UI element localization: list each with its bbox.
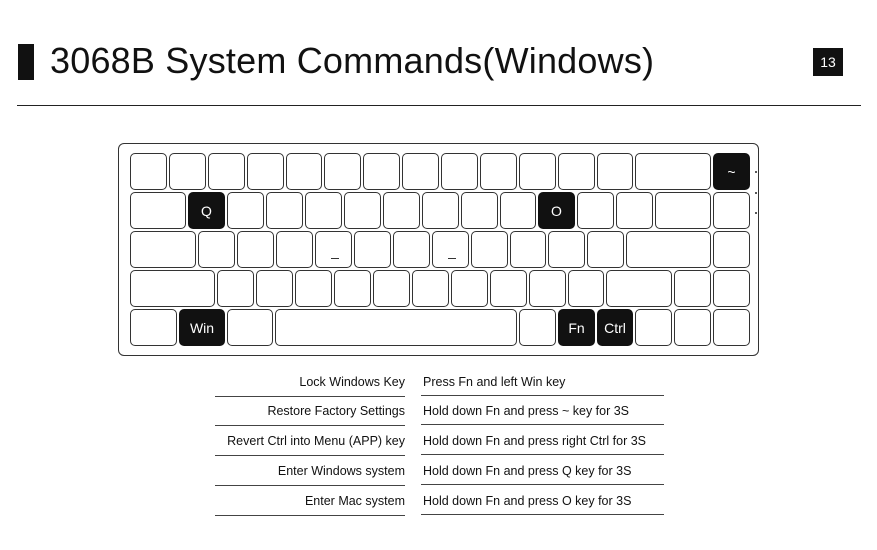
keyboard-diagram [118, 143, 759, 356]
key [276, 231, 313, 268]
key [315, 231, 352, 268]
key [422, 192, 459, 229]
key [275, 309, 517, 346]
key [412, 270, 449, 307]
key [441, 153, 478, 190]
key [655, 192, 711, 229]
key [130, 270, 215, 307]
key [568, 270, 604, 307]
page-number-badge: 13 [813, 48, 843, 76]
key [519, 153, 556, 190]
key [130, 309, 177, 346]
key [500, 192, 536, 229]
command-function: Enter Windows system [215, 457, 405, 486]
key [597, 153, 633, 190]
key [635, 153, 711, 190]
key [558, 153, 595, 190]
key [130, 231, 196, 268]
home-row-bump-icon [447, 258, 456, 259]
key [256, 270, 293, 307]
command-action: Hold down Fn and press Q key for 3S [421, 457, 664, 485]
key [432, 231, 469, 268]
key [674, 270, 711, 307]
indicator-light-icon [755, 192, 757, 194]
key [606, 270, 672, 307]
key [393, 231, 430, 268]
indicator-light-icon [755, 212, 757, 214]
key [237, 231, 274, 268]
command-function: Revert Ctrl into Menu (APP) key [215, 427, 405, 456]
key [217, 270, 254, 307]
command-function: Enter Mac system [215, 487, 405, 516]
key [461, 192, 498, 229]
key-tilde: ~ [713, 153, 750, 190]
key [344, 192, 381, 229]
key [510, 231, 546, 268]
key [635, 309, 672, 346]
command-action: Hold down Fn and press ~ key for 3S [421, 397, 664, 425]
key [674, 309, 711, 346]
key [305, 192, 342, 229]
key [227, 192, 264, 229]
header-divider [17, 105, 861, 106]
key [266, 192, 303, 229]
key [363, 153, 400, 190]
key-fn: Fn [558, 309, 595, 346]
key [334, 270, 371, 307]
indicator-light-icon [755, 171, 757, 173]
page-title: 3068B System Commands(Windows) [50, 40, 655, 81]
key [548, 231, 585, 268]
key [324, 153, 361, 190]
key [295, 270, 332, 307]
key [383, 192, 420, 229]
key [451, 270, 488, 307]
key [354, 231, 391, 268]
key [227, 309, 273, 346]
command-row: Revert Ctrl into Menu (APP) key Hold dow… [215, 427, 664, 456]
key [519, 309, 556, 346]
key [198, 231, 235, 268]
command-action: Press Fn and left Win key [421, 368, 664, 396]
command-row: Enter Mac system Hold down Fn and press … [215, 487, 664, 516]
key [713, 309, 750, 346]
key-q: Q [188, 192, 225, 229]
key [587, 231, 624, 268]
key-win: Win [179, 309, 225, 346]
key [713, 192, 750, 229]
command-function: Restore Factory Settings [215, 397, 405, 426]
key [471, 231, 508, 268]
key [402, 153, 439, 190]
key [490, 270, 527, 307]
key-ctrl: Ctrl [597, 309, 633, 346]
command-action: Hold down Fn and press O key for 3S [421, 487, 664, 515]
key [169, 153, 206, 190]
key [130, 153, 167, 190]
key [247, 153, 284, 190]
key [529, 270, 566, 307]
command-function: Lock Windows Key [215, 368, 405, 397]
key [130, 192, 186, 229]
command-action: Hold down Fn and press right Ctrl for 3S [421, 427, 664, 455]
title-marker [18, 44, 34, 80]
key [713, 231, 750, 268]
command-row: Lock Windows Key Press Fn and left Win k… [215, 368, 664, 397]
key-o: O [538, 192, 575, 229]
key [616, 192, 653, 229]
key [480, 153, 517, 190]
command-row: Restore Factory Settings Hold down Fn an… [215, 397, 664, 426]
key [286, 153, 322, 190]
key [577, 192, 614, 229]
home-row-bump-icon [330, 258, 339, 259]
key [626, 231, 711, 268]
key [373, 270, 410, 307]
command-row: Enter Windows system Hold down Fn and pr… [215, 457, 664, 486]
key [208, 153, 245, 190]
key [713, 270, 750, 307]
